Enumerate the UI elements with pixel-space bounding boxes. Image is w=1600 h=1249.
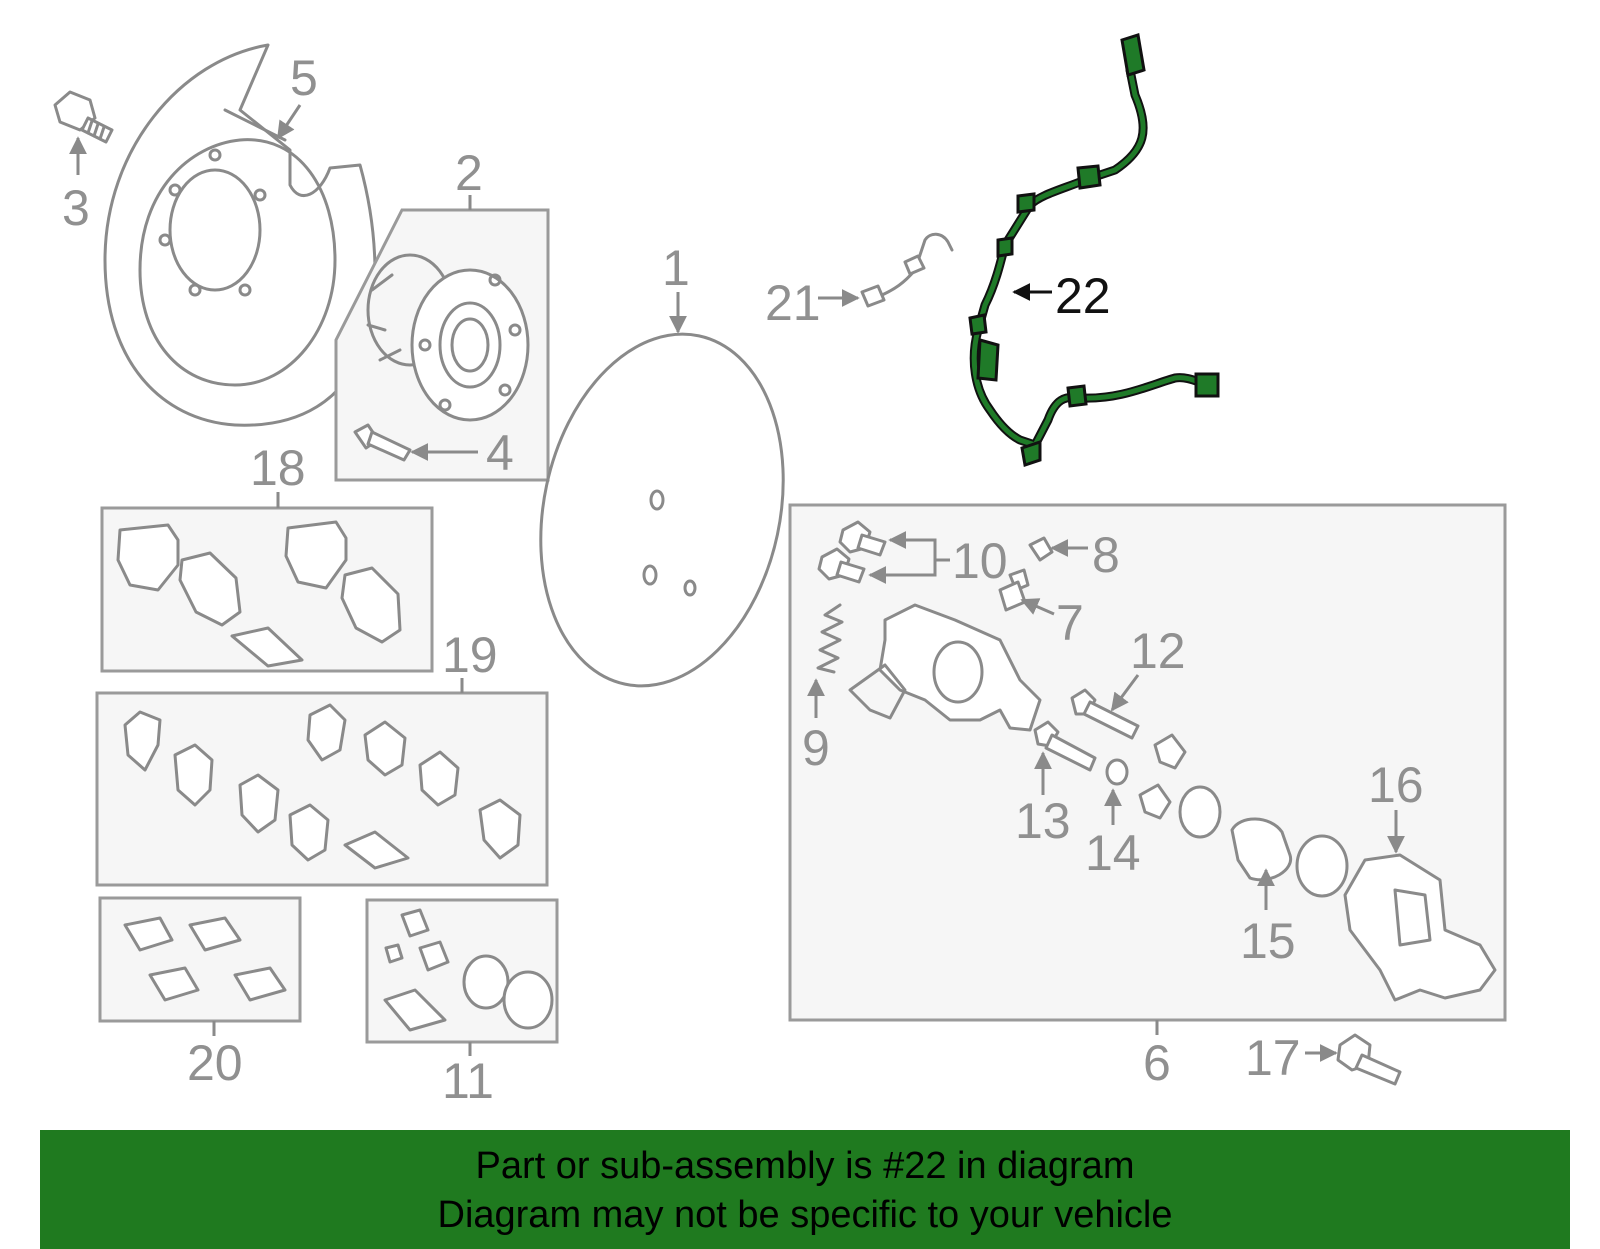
dust-shield-part-5[interactable] <box>103 43 377 427</box>
callout-16: 16 <box>1368 757 1424 854</box>
callout-1: 1 <box>662 240 690 334</box>
pad-clips-box-part-19[interactable] <box>95 691 549 887</box>
callout-6: 6 <box>1143 1020 1171 1091</box>
callout-14: 14 <box>1085 788 1141 881</box>
callout-13: 13 <box>1015 751 1071 849</box>
callout-19: 19 <box>442 627 498 693</box>
brake-pads-box-part-18[interactable] <box>100 506 434 673</box>
label-15: 15 <box>1240 913 1296 969</box>
label-11: 11 <box>442 1053 494 1109</box>
bolt-part-17[interactable] <box>1336 1033 1402 1086</box>
label-5: 5 <box>290 50 318 106</box>
label-20: 20 <box>187 1035 243 1091</box>
caliper-bracket-part-16[interactable] <box>1343 853 1497 1002</box>
label-10: 10 <box>952 533 1008 589</box>
brake-rotor-part-1[interactable] <box>510 311 815 708</box>
callout-22: 22 <box>1012 268 1111 324</box>
caliper-body[interactable] <box>848 603 1042 732</box>
piston-seal[interactable] <box>1178 785 1222 839</box>
label-9: 9 <box>802 720 830 776</box>
label-21: 21 <box>765 275 821 331</box>
label-13: 13 <box>1015 793 1071 849</box>
label-8: 8 <box>1092 527 1120 583</box>
label-1: 1 <box>662 240 690 296</box>
callout-8: 8 <box>1050 527 1120 583</box>
callout-5: 5 <box>276 50 318 140</box>
label-2: 2 <box>455 145 483 201</box>
guide-pin-part-13[interactable] <box>1033 720 1097 772</box>
bolt-part-10[interactable] <box>817 520 887 584</box>
label-17: 17 <box>1245 1030 1301 1086</box>
label-6: 6 <box>1143 1035 1171 1091</box>
bushing-part-14[interactable] <box>1105 758 1129 786</box>
callout-20: 20 <box>187 1021 243 1091</box>
label-19: 19 <box>442 627 498 683</box>
bolt-part-3[interactable] <box>53 90 114 144</box>
label-3: 3 <box>62 180 90 236</box>
callout-7: 7 <box>1020 595 1084 651</box>
label-16: 16 <box>1368 757 1424 813</box>
callout-11: 11 <box>442 1042 494 1109</box>
boot-lower[interactable] <box>1138 783 1172 820</box>
banner-line-1: Part or sub-assembly is #22 in diagram <box>475 1145 1135 1187</box>
brake-hose-part-21[interactable] <box>860 232 954 308</box>
piston-boot[interactable] <box>1295 834 1349 898</box>
seal-kit-box-part-11[interactable] <box>365 898 559 1044</box>
bleeder-part-7[interactable] <box>998 568 1030 612</box>
boot-upper[interactable] <box>1153 733 1187 770</box>
hub-assembly-box-part-2[interactable] <box>334 208 550 482</box>
banner-line-2: Diagram may not be specific to your vehi… <box>437 1194 1173 1236</box>
label-4: 4 <box>486 425 514 481</box>
callout-17: 17 <box>1245 1030 1338 1086</box>
spring-part-9[interactable] <box>816 603 844 674</box>
abs-sensor-wire-part-22[interactable] <box>968 33 1220 467</box>
callout-21: 21 <box>765 275 860 331</box>
label-12: 12 <box>1130 623 1186 679</box>
label-18: 18 <box>250 440 306 496</box>
hardware-kit-box-part-20[interactable] <box>98 896 302 1023</box>
guide-pin-part-12[interactable] <box>1070 688 1140 740</box>
label-22: 22 <box>1055 268 1111 324</box>
callout-4: 4 <box>410 425 514 481</box>
label-7: 7 <box>1056 595 1084 651</box>
label-14: 14 <box>1085 825 1141 881</box>
callout-9: 9 <box>802 678 830 776</box>
callout-15: 15 <box>1240 868 1296 969</box>
info-banner: Part or sub-assembly is #22 in diagram D… <box>40 1130 1570 1249</box>
callout-3: 3 <box>62 136 90 236</box>
callout-10: 10 <box>868 531 1008 589</box>
callout-18: 18 <box>250 440 306 508</box>
callout-12: 12 <box>1110 623 1186 712</box>
callout-2: 2 <box>455 145 483 210</box>
